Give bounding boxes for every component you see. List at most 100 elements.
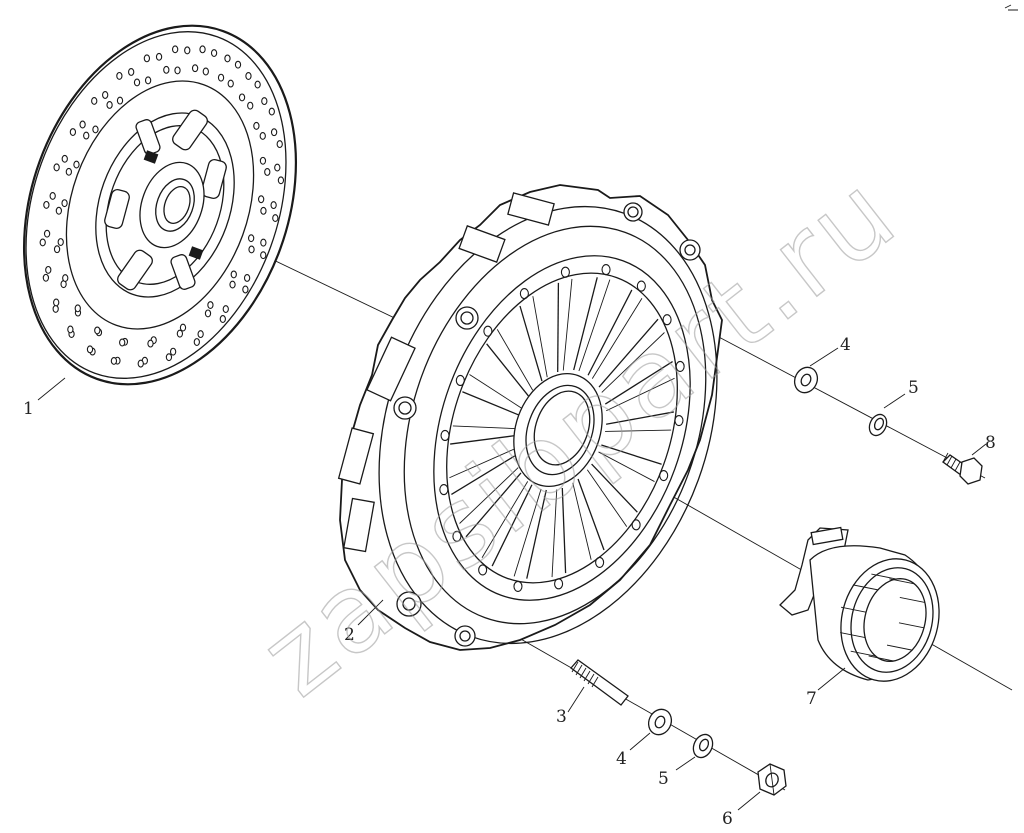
stud-thread [575, 664, 583, 676]
diaphragm-finger [605, 411, 674, 425]
diaphragm-finger-edge [449, 448, 514, 479]
bearing-spline [886, 644, 913, 651]
callout-labels: 1 2 3 4 4 5 5 6 7 8 [23, 335, 996, 829]
rivet-hole [260, 238, 267, 247]
diaphragm-finger [587, 289, 633, 376]
callout-2: 2 [344, 625, 355, 645]
rivet-hole [217, 73, 225, 82]
finger-rivet [601, 264, 611, 276]
rivet-hole [61, 199, 68, 208]
rivet-hole [83, 131, 90, 140]
rivet-hole [79, 120, 86, 129]
rivet-hole [165, 353, 173, 362]
stud-thread [591, 676, 599, 688]
diaphragm-finger-edge [481, 481, 529, 558]
rivet-hole [61, 154, 68, 163]
rivet-hole [229, 280, 236, 289]
rivet-hole [248, 245, 255, 254]
finger-rivet [452, 530, 462, 542]
rivet-hole [92, 125, 99, 134]
diaphragm-finger [465, 472, 522, 538]
spring-washer-lower [692, 733, 714, 759]
diaphragm-finger [519, 305, 543, 382]
diaphragm-finger-edge [452, 425, 515, 430]
callout-5-lower: 5 [658, 769, 669, 789]
rivet-hole [143, 54, 151, 63]
rivet-hole [128, 68, 135, 76]
callout-3: 3 [556, 707, 567, 727]
rivet-hole [65, 167, 72, 176]
rivet-hole [116, 96, 124, 105]
callout-8: 8 [985, 433, 996, 453]
diaphragm-finger-edge [551, 489, 558, 578]
rivet-hole [259, 131, 266, 140]
damper-springs [104, 109, 227, 291]
rivet-hole [74, 304, 81, 313]
callout-4-upper: 4 [840, 335, 851, 355]
rivet-hole [176, 329, 184, 338]
finger-rivet [631, 519, 641, 531]
bearing-spline [840, 606, 867, 613]
rivet-hole [257, 195, 265, 204]
bearing-spline [850, 650, 876, 657]
rivet-hole [277, 176, 285, 185]
bearing-spline [899, 596, 925, 603]
cover-bolts [393, 202, 701, 647]
diaphragm-finger-edge [605, 429, 672, 432]
bearing-spline [840, 632, 866, 639]
clutch-disc [22, 24, 298, 386]
diaphragm-finger [486, 343, 529, 397]
callout-7: 7 [806, 689, 817, 709]
diaphragm-finger-edge [606, 377, 675, 412]
bolt [942, 452, 983, 485]
leader-lines [37, 347, 987, 811]
rivet-hole [52, 304, 59, 313]
diaphragm-finger-edge [598, 451, 655, 482]
spring-washer-upper [868, 413, 888, 437]
diaphragm-finger [577, 478, 605, 551]
stud-thread [579, 667, 587, 679]
finger-rivet [662, 314, 672, 326]
bolt-thread [950, 458, 957, 469]
rivet-hole [184, 46, 191, 55]
rivet-hole [43, 200, 50, 209]
diaphragm-finger [604, 360, 673, 405]
diaphragm-finger-edge [459, 467, 519, 524]
rivet-hole [42, 273, 50, 282]
rivet-hole [55, 206, 63, 215]
rivet-hole [261, 97, 268, 106]
bolt-thread [942, 452, 949, 463]
diaphragm-finger-edge [513, 488, 542, 577]
rivet-hole [193, 338, 200, 346]
rivet-hole [86, 345, 94, 354]
rivet-hole [210, 49, 218, 58]
rivet-hole [199, 45, 206, 54]
rivet-hole [204, 309, 212, 318]
rivet-hole [253, 121, 260, 130]
rivet-hole [110, 356, 118, 365]
diaphragm-finger [450, 435, 514, 445]
rivet-hole [172, 45, 179, 54]
diaphragm-finger [491, 484, 533, 567]
rivet-hole [270, 128, 278, 137]
diaphragm-finger [598, 318, 659, 388]
rivet-hole [259, 156, 267, 165]
diaphragm-finger-edge [578, 279, 611, 372]
stud-thread [571, 661, 579, 673]
rivet-hole [45, 265, 52, 274]
diaphragm-finger [573, 277, 598, 371]
rivet-hole [207, 301, 214, 310]
rivet-hole [260, 251, 267, 260]
bearing-spline [868, 655, 894, 662]
corner-mark [1004, 4, 1018, 11]
rivet-hole [179, 323, 187, 332]
rivet-hole [227, 79, 234, 88]
washer-lower [647, 708, 673, 736]
rivet-hole [243, 274, 251, 282]
rivet-hole [119, 338, 126, 347]
rivet-hole [242, 285, 249, 294]
rivet-hole [102, 91, 109, 99]
disc-rivet-holes [39, 45, 285, 368]
rivet-hole [202, 67, 209, 76]
